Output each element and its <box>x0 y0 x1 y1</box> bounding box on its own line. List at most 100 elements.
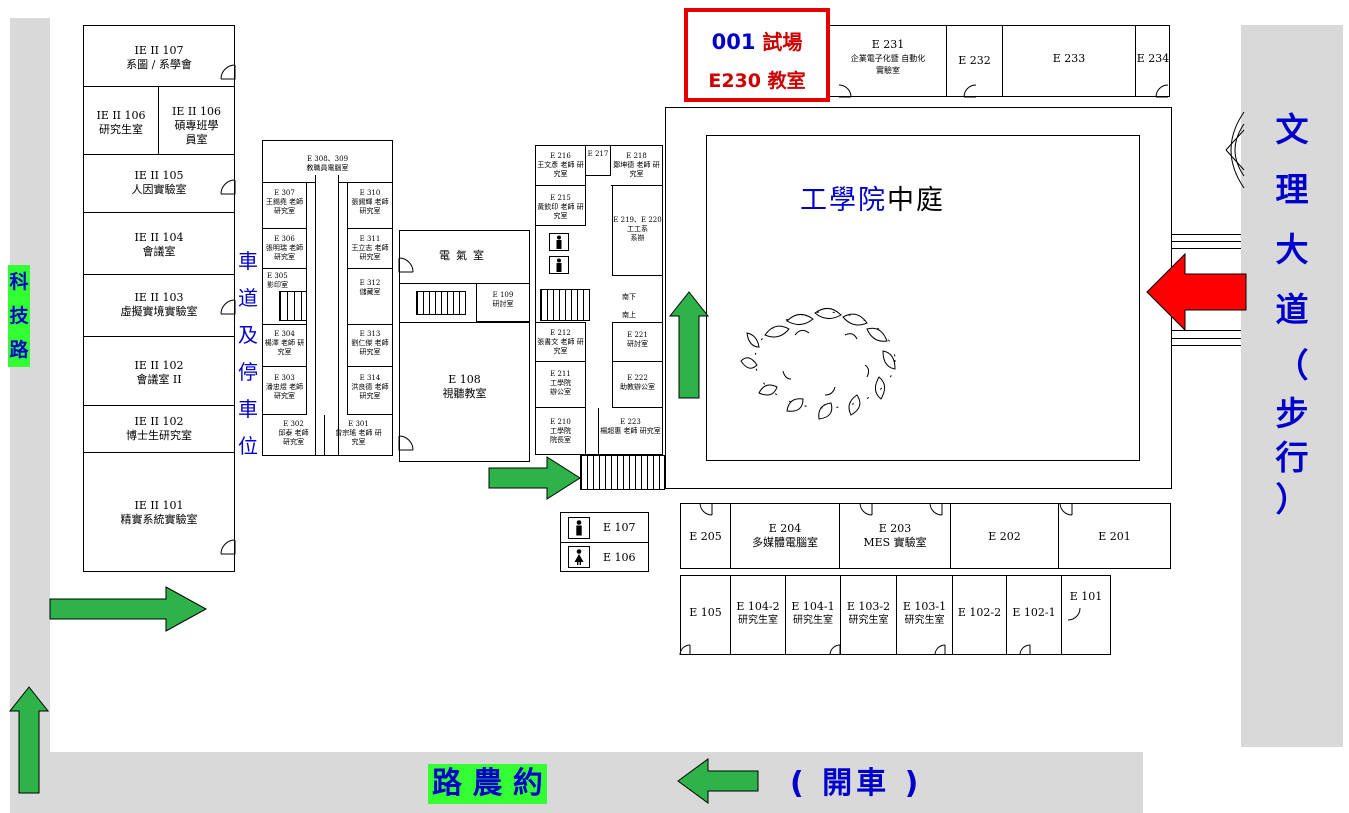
room-name: 潘忠煜 老師 研究室 <box>265 383 304 400</box>
room-code: E 310 <box>359 189 381 197</box>
room-ie2-106b: IE II 106 碩專班學員室 <box>159 87 234 155</box>
room-e210: E 210 工學院 院長室 <box>536 408 586 454</box>
stairs <box>540 289 590 321</box>
room-code: E 301 <box>348 420 369 428</box>
room-code: IE II 102 <box>134 415 184 428</box>
room-name: 會議室 II <box>136 373 182 386</box>
green-arrow-up-icon <box>668 291 710 399</box>
room-e234: E 234 <box>1136 26 1170 96</box>
exam-site-line1: 001 試場 <box>688 26 826 55</box>
room-code: E 221 <box>627 331 648 339</box>
driveway-char: 車 <box>238 249 258 273</box>
room-e202: E 202 <box>951 504 1059 568</box>
room-name: 視聽教室 <box>442 387 487 400</box>
room-name: 王錫堯 老師 研究室 <box>265 198 304 215</box>
room-code: E 103-1 <box>902 600 947 613</box>
room-code: E 308、309 <box>306 155 349 163</box>
room-e221: E 221 研討室 <box>612 322 662 362</box>
top-row: E 231 企業電子化暨 自動化實驗室 E 232 E 233 E 234 <box>830 25 1170 97</box>
red-arrow-left-icon <box>1146 252 1247 332</box>
room-name: 工學院 院長室 <box>550 427 571 444</box>
room-code: IE II 105 <box>134 169 184 182</box>
room-name: 研究生室 <box>738 615 778 626</box>
room-code: E 217 <box>587 150 609 158</box>
exam-site-box: 001 試場 E230 教室 <box>684 8 830 102</box>
room-code: E 203 <box>878 522 912 535</box>
room-code: E 201 <box>1098 530 1131 543</box>
room-code: E 109 <box>492 291 514 299</box>
room-e313: E 313 劉仁傑 老師 研究室 <box>347 325 392 367</box>
right-road-char: （ <box>1275 346 1309 385</box>
room-e215: E 215 黃欽印 老師 研究室 <box>536 186 586 226</box>
female-restroom-icon <box>568 546 590 568</box>
room-code: E 219、E 220 <box>613 216 662 224</box>
room-code: E 102-2 <box>957 606 1002 619</box>
room-code: E 202 <box>988 530 1021 543</box>
courtyard-title: 工學院中庭 <box>800 178 945 217</box>
room-e219: E 219、E 220 工工系 系辦 <box>612 186 662 276</box>
divider <box>561 542 648 543</box>
driveway-char: 停 <box>238 360 258 384</box>
room-e311: E 311 王立志 老師 研究室 <box>347 229 392 269</box>
room-e310: E 310 張錫輝 老師 研究室 <box>347 183 392 229</box>
room-code: E 204 <box>768 522 802 535</box>
room-name: 會議室 <box>142 245 176 258</box>
drive-line <box>1172 338 1241 346</box>
room-e307: E 307 王錫堯 老師 研究室 <box>263 183 307 229</box>
room-e101: E 101 <box>1062 576 1110 654</box>
room-e204: E 204 多媒體電腦室 <box>731 504 840 568</box>
room-code: E 218 <box>626 152 647 160</box>
south-down-label: 南下 <box>622 293 636 301</box>
drive-line <box>1172 234 1241 242</box>
room-e103-2: E 103-2 研究生室 <box>841 576 897 654</box>
room-e102-1: E 102-1 <box>1007 576 1062 654</box>
drive-line <box>1172 248 1241 249</box>
room-code: E 311 <box>359 235 381 243</box>
room-code: E 307 <box>274 189 295 197</box>
bottom-road-name: 路 農 約 <box>428 764 547 804</box>
room-ie2-103: IE II 103 虛擬實境實驗室 <box>84 275 234 337</box>
room-name: 企業電子化暨 自動化實驗室 <box>850 54 926 75</box>
room-code: IE II 103 <box>134 291 184 304</box>
room-ie2-102b: IE II 102 博士生研究室 <box>84 406 234 453</box>
room-ie2-105: IE II 105 人因實驗室 <box>84 155 234 213</box>
green-arrow-left-icon <box>677 758 759 804</box>
room-code: E 104-1 <box>791 600 835 613</box>
driveway-char: 及 <box>238 323 258 347</box>
right-road-char: 大 <box>1275 230 1309 269</box>
room-code: E 212 <box>550 329 571 337</box>
fountain-icon <box>1225 111 1245 189</box>
room-name: 精實系統實驗室 <box>120 513 198 526</box>
left-building: IE II 107 系圖 / 系學會 IE II 106 研究生室 IE II … <box>83 25 235 572</box>
room-code: E 102-1 <box>1012 606 1056 619</box>
right-road-char: 文 <box>1275 110 1309 149</box>
room-e201: E 201 <box>1059 504 1170 568</box>
left-road-char: 技 <box>8 299 30 333</box>
room-name: 張明瑞 老師 研究室 <box>265 244 304 261</box>
room-code: IE II 101 <box>134 499 184 512</box>
stairs <box>416 291 466 315</box>
green-arrow-up-icon <box>8 686 50 794</box>
room-e222: E 222 助教辦公室 <box>612 362 662 408</box>
room-name: 劉仁傑 老師 研究室 <box>351 339 389 356</box>
room-name: 張錫輝 老師 研究室 <box>351 198 389 215</box>
room-name: 黃欽印 老師 研究室 <box>537 203 584 220</box>
male-restroom-icon <box>568 517 590 539</box>
room-electrical: 電氣室 <box>400 231 529 284</box>
room-code: E 302 <box>283 420 304 428</box>
room-e216: E 216 王文彥 老師 研究室 <box>536 146 586 186</box>
room-code: E 223 <box>620 418 641 426</box>
room-name: 博士生研究室 <box>126 429 192 442</box>
room-code: E 313 <box>359 330 381 338</box>
room-code: IE II 102 <box>134 359 184 372</box>
south-up-label: 南上 <box>622 311 636 319</box>
room-code: E 108 <box>448 373 481 386</box>
room-name: 教職員電腦室 <box>306 164 349 172</box>
courtyard-title-blue: 工學院 <box>800 185 887 216</box>
room-name: 楊澤 老師 研究室 <box>264 339 305 356</box>
left-road-char: 路 <box>8 333 30 367</box>
room-code: E 211 <box>550 370 571 378</box>
right-road-char: 理 <box>1275 170 1309 209</box>
room-name: 多媒體電腦室 <box>752 536 818 549</box>
row-200: E 205 E 204 多媒體電腦室 E 203 MES 實驗室 E 202 E… <box>680 503 1171 569</box>
